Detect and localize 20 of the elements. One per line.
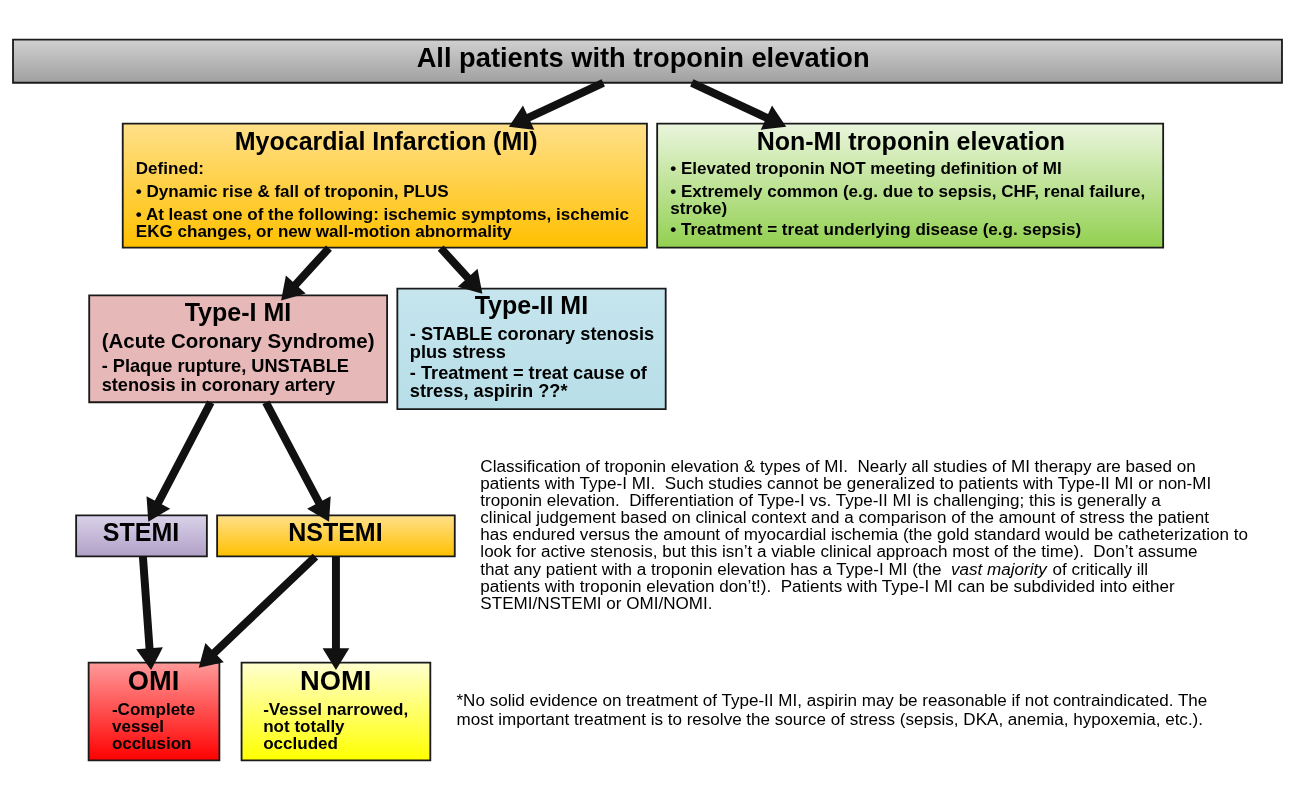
node-box: Non-MI troponin elevation • Elevated troponin NOT meeting definition of MI • Extremely common (e.g. due to sepsis, CHF, renal failure, stroke) • Treatment = treat underlying disease (e.g. sepsis) xyxy=(656,122,1165,249)
arrow xyxy=(281,245,332,301)
arrow xyxy=(508,79,605,130)
arrow xyxy=(146,400,215,522)
node-box: STEMI xyxy=(75,514,208,558)
arrow xyxy=(322,556,350,671)
node-box: OMI -Complete vessel occlusion xyxy=(87,661,221,762)
node-box: Myocardial Infarction (MI) Defined: • Dynamic rise & fall of troponin, PLUS • At least one of the following: ischemic symptoms, ischemic EKG changes, or new wall-motion abnormality xyxy=(121,122,648,249)
arrow xyxy=(690,79,787,130)
label: *No solid evidence on treatment of Type-II MI, aspirin may be reasonable if not contraindicated. The most important treatment is to resolve the source of stress (sepsis, DKA, anemia, hypoxemia, etc.). xyxy=(456,690,1208,730)
arrow xyxy=(437,245,483,294)
node-box: Type-II MI - STABLE coronary stenosis plus stress - Treatment = treat cause of stress, aspirin ??* xyxy=(396,287,667,410)
node-box: All patients with troponin elevation xyxy=(12,38,1283,84)
arrow xyxy=(262,400,331,522)
node-box: NSTEMI xyxy=(216,514,456,558)
node-box: Type-I MI (Acute Coronary Syndrome) - Plaque rupture, UNSTABLE stenosis in coronary artery xyxy=(88,294,389,404)
arrow xyxy=(136,556,163,671)
label: Classification of troponin elevation & types of MI. Nearly all studies of MI therapy are based on patients with Type-I MI. Such studies cannot be generalized to patients with Type-II MI or non-MI troponin elevation. Differentiation of Type-I vs. Type-II MI is challenging; this is generally a clinical judgement based on clinical context and a comparison of the amount of stress the patient has endured versus the amount of myocardial ischemia (the gold standard would be catheterization to look for active stenosis, but this isn’t a viable clinical approach most of the time). Don’t assume that any patient with a troponin elevation has a Type-I MI (the vast majority of critically ill patients with troponin elevation don’t!). Patients with Type-I MI can be subdivided into either STEMI/NSTEMI or OMI/NOMI. xyxy=(480,457,1248,613)
arrow xyxy=(198,553,319,668)
node-box: NOMI -Vessel narrowed, not totally occluded xyxy=(240,661,432,762)
